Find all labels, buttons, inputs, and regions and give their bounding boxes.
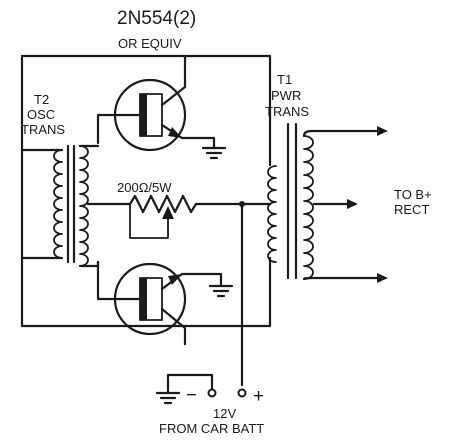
t2-line2: TRANS bbox=[21, 122, 65, 137]
positive-terminal[interactable] bbox=[237, 388, 247, 398]
wiper-arrow-icon bbox=[162, 206, 174, 219]
t2-left-coil-icon bbox=[53, 149, 63, 259]
lower-transistor bbox=[96, 260, 223, 346]
resistor-value-label: 200Ω/5W bbox=[117, 180, 172, 195]
battery-minus-sign: − bbox=[186, 385, 197, 406]
t1-line1: PWR bbox=[271, 88, 301, 103]
t1-line2: TRANS bbox=[265, 104, 309, 119]
output-bottom-arrow-icon bbox=[377, 273, 388, 283]
t1-secondary-coil-icon bbox=[303, 135, 314, 280]
upper-transistor bbox=[96, 54, 216, 152]
transistor-equiv-label: OR EQUIV bbox=[118, 36, 182, 51]
negative-terminal[interactable] bbox=[207, 388, 217, 398]
t1-designator: T1 bbox=[277, 72, 292, 87]
output-top-arrow-icon bbox=[377, 126, 388, 136]
lower-emitter-arrow-icon bbox=[168, 274, 182, 285]
battery-source-label: FROM CAR BATT bbox=[159, 421, 264, 436]
t1-transformer bbox=[267, 122, 388, 283]
output-center-arrow-icon bbox=[347, 199, 358, 209]
battery-plus-sign: + bbox=[253, 386, 264, 407]
lower-ground-icon bbox=[208, 284, 234, 298]
lower-transistor-base-bar bbox=[140, 278, 147, 320]
t2-designator: T2 bbox=[34, 92, 49, 107]
t2-line1: OSC bbox=[27, 107, 55, 122]
battery-ground-icon bbox=[155, 391, 181, 405]
t2-right-coil-icon bbox=[79, 145, 89, 267]
output-line2: RECT bbox=[394, 202, 429, 217]
frame-wiring bbox=[20, 54, 272, 328]
battery-connection bbox=[155, 342, 247, 405]
t2-transformer bbox=[20, 144, 132, 268]
t1-primary-coil-icon bbox=[267, 165, 277, 263]
battery-voltage-label: 12V bbox=[213, 406, 236, 421]
upper-ground-icon bbox=[201, 146, 227, 160]
upper-emitter-arrow-icon bbox=[168, 127, 182, 138]
upper-transistor-base-bar bbox=[140, 94, 147, 136]
transistor-part-label: 2N554(2) bbox=[117, 8, 196, 29]
output-line1: TO B+ bbox=[394, 187, 432, 202]
resistor-200-ohm bbox=[128, 194, 272, 387]
